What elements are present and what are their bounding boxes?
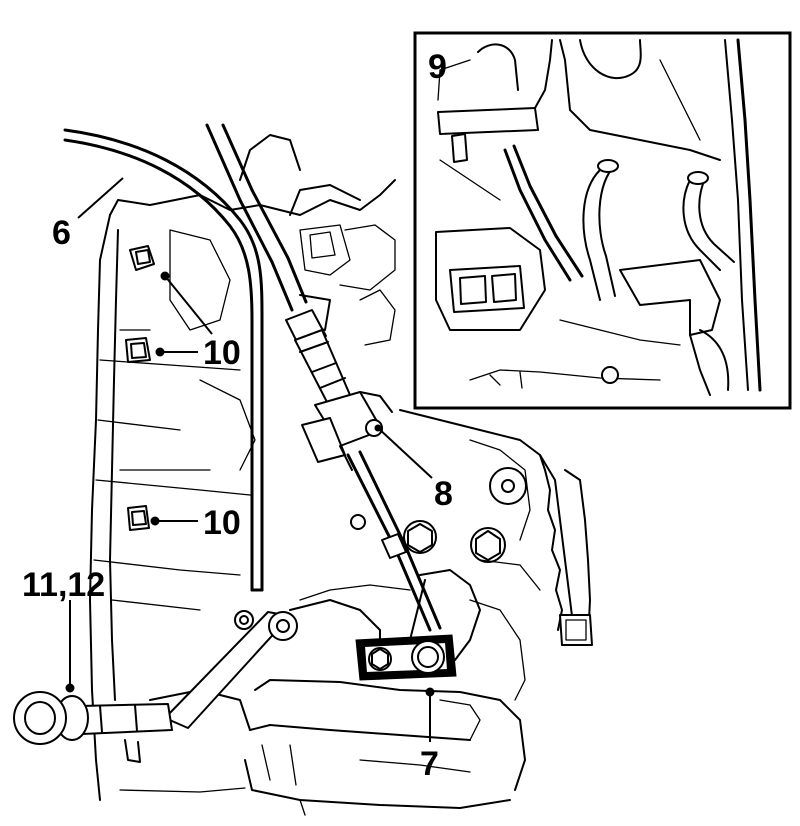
detail-inset-9: 9 bbox=[413, 31, 792, 410]
selector-arm bbox=[13, 611, 298, 763]
bolt-hex bbox=[403, 520, 437, 554]
callout-11-12: 11,12 bbox=[22, 566, 105, 604]
callout-10-upper: 10 bbox=[203, 334, 241, 372]
bolt-10-upper-b bbox=[125, 337, 151, 363]
callout-10-lower: 10 bbox=[203, 504, 241, 542]
bolt-10-upper-a bbox=[129, 245, 155, 271]
callout-8: 8 bbox=[434, 475, 453, 513]
gearbox-housing bbox=[89, 134, 593, 816]
selector-cable bbox=[205, 123, 442, 632]
callout-6: 6 bbox=[52, 214, 71, 252]
bolt-hex bbox=[470, 527, 506, 563]
callout-9: 9 bbox=[428, 48, 447, 86]
leader-lines bbox=[65, 177, 435, 742]
cable-6 bbox=[63, 128, 264, 592]
shift-lever bbox=[355, 579, 457, 681]
callout-7: 7 bbox=[420, 745, 439, 783]
bolt-10-lower bbox=[127, 505, 150, 531]
